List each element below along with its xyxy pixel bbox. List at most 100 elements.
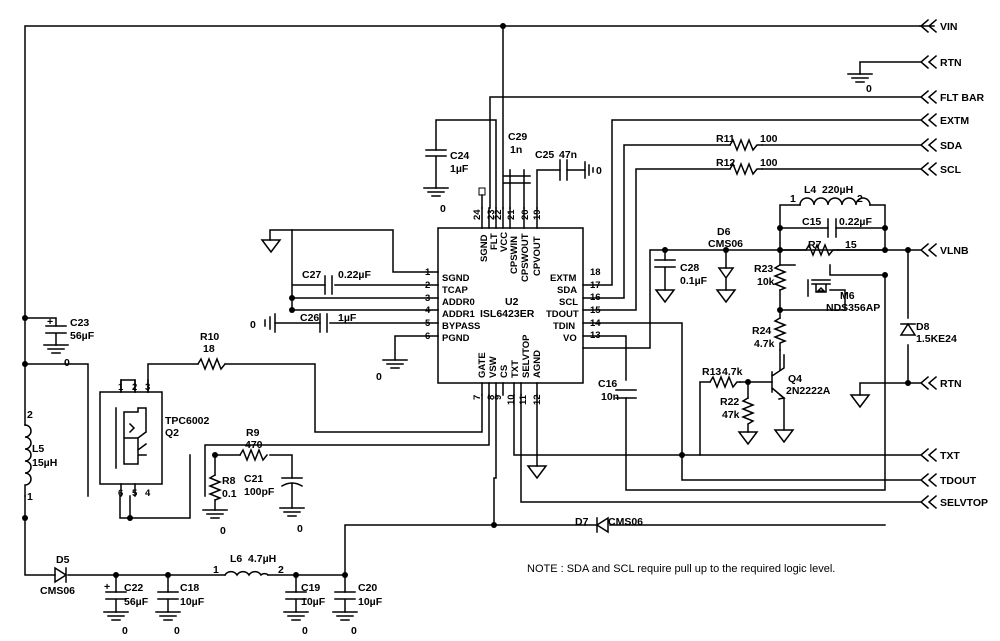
- q2-ref: Q2: [165, 427, 179, 439]
- r11-symbol: [728, 137, 763, 153]
- tdout-wire: [582, 322, 921, 481]
- d7-ref: D7: [575, 516, 589, 528]
- l5-pin1: 1: [27, 491, 33, 503]
- junctions: [22, 23, 911, 578]
- pin-name: VCC: [499, 232, 510, 252]
- port-arrow: [919, 89, 938, 105]
- schematic-note: NOTE : SDA and SCL require pull up to th…: [527, 563, 835, 575]
- pin-name: CS: [499, 365, 510, 378]
- ground-symbol: [43, 344, 69, 354]
- d5-symbol: [54, 566, 68, 584]
- port-rtn-top: RTN: [940, 57, 962, 69]
- pin-num: 2: [425, 280, 430, 291]
- pin-name: FLT: [489, 233, 500, 250]
- c16-symbol: [615, 389, 637, 399]
- c23-plus: +: [47, 316, 53, 328]
- resistors: R10 18 R9 470 R8 0.1 R11 100 R12 100 R7 …: [196, 133, 857, 501]
- pin-num: 6: [425, 331, 430, 342]
- junction: [723, 247, 729, 253]
- pin-num: 13: [590, 330, 601, 341]
- ground-label: 0: [866, 83, 872, 95]
- c27-val: 0.22µF: [338, 269, 371, 281]
- c16-val: 10n: [601, 391, 619, 403]
- pin-name: CPSWOUT: [520, 233, 531, 282]
- pin-name: SGND: [479, 234, 490, 262]
- r22-ref: R22: [720, 396, 739, 408]
- c21-symbol: [280, 477, 304, 509]
- l6-ref: L6: [230, 553, 242, 565]
- capacitors: C24 1µF C29 1n C25 47n C27 0.22µF C26 1µ…: [45, 131, 872, 613]
- pin-num: 9: [493, 395, 504, 400]
- c22-ref: C22: [124, 582, 143, 594]
- r7-val: 15: [845, 239, 857, 251]
- q2-pin3: 3: [145, 382, 150, 393]
- q2-part: TPC6002: [165, 415, 210, 427]
- q2-pin2: 2: [132, 382, 137, 393]
- junction: [777, 307, 783, 313]
- r7-symbol: [804, 242, 839, 258]
- ground-symbol: [155, 611, 181, 621]
- c28-ref: C28: [680, 262, 699, 274]
- pin-num: 17: [590, 280, 601, 291]
- m6-ref: M6: [840, 290, 855, 302]
- q2-pin5: 5: [132, 488, 138, 499]
- junction: [289, 295, 295, 301]
- l4-val: 220µH: [822, 184, 853, 196]
- m6-symbol: [807, 279, 831, 297]
- port-flt-bar: FLT BAR: [940, 92, 985, 104]
- c19-symbol: [285, 591, 307, 613]
- ground-symbol: [382, 359, 408, 369]
- l4-pin2: 2: [857, 193, 863, 205]
- junction: [662, 247, 668, 253]
- pin-num: 11: [518, 394, 529, 405]
- q2-internal: [115, 407, 148, 469]
- junction: [882, 225, 888, 231]
- junction: [165, 572, 171, 578]
- ground-label: 0: [440, 203, 446, 215]
- pin-name: TXT: [510, 360, 521, 378]
- vsw-wire: [204, 394, 490, 497]
- port-extm: EXTM: [940, 115, 969, 127]
- ground-label: 0: [220, 525, 226, 537]
- pin-num: 5: [425, 318, 431, 329]
- r24-ref: R24: [752, 325, 771, 337]
- c21-ref: C21: [244, 473, 263, 485]
- ground-symbol: [849, 394, 871, 409]
- pin-name: VSW: [488, 356, 499, 378]
- port-arrow: [919, 18, 938, 34]
- c21-val: 100pF: [244, 486, 275, 498]
- pin-num: 20: [520, 209, 531, 220]
- pin-name: ADDR1: [442, 309, 475, 320]
- l5-ref: L5: [32, 443, 44, 455]
- pin-name: TDIN: [553, 321, 575, 332]
- junction: [491, 522, 497, 528]
- d7-symbol: [584, 516, 609, 534]
- junction: [22, 315, 28, 321]
- pin-num: 3: [425, 293, 430, 304]
- pin-num: 24: [472, 209, 483, 220]
- r9-val: 470: [245, 439, 263, 451]
- c28-symbol: [654, 259, 676, 291]
- port-arrow: [919, 472, 938, 488]
- c29-ref: C29: [508, 131, 527, 143]
- junction: [289, 307, 295, 313]
- grounds: 0 0 0 0 0 0 0 0 0 0 0 0: [43, 73, 873, 637]
- l5-symbol: [24, 424, 32, 497]
- port-vlnb: VLNB: [940, 245, 969, 257]
- c24-wire: [435, 119, 497, 209]
- ground-symbol: [202, 509, 228, 519]
- r11-ref: R11: [716, 133, 735, 145]
- ground-label: 0: [250, 319, 256, 331]
- port-tdout: TDOUT: [940, 475, 977, 487]
- c26-symbol: [319, 313, 328, 333]
- c23-wire: [24, 317, 57, 327]
- ground-label: 0: [122, 625, 128, 637]
- pin-num: 18: [590, 267, 601, 278]
- ports: VIN RTN FLT BAR EXTM SDA SCL VLNB RTN TX…: [919, 18, 988, 510]
- ground-symbol: [332, 611, 358, 621]
- l6-val: 4.7µH: [248, 553, 276, 565]
- pin-num: 8: [486, 395, 497, 400]
- c24-ref: C24: [450, 150, 469, 162]
- l5-pin2: 2: [27, 409, 33, 421]
- ground-label: 0: [596, 165, 602, 177]
